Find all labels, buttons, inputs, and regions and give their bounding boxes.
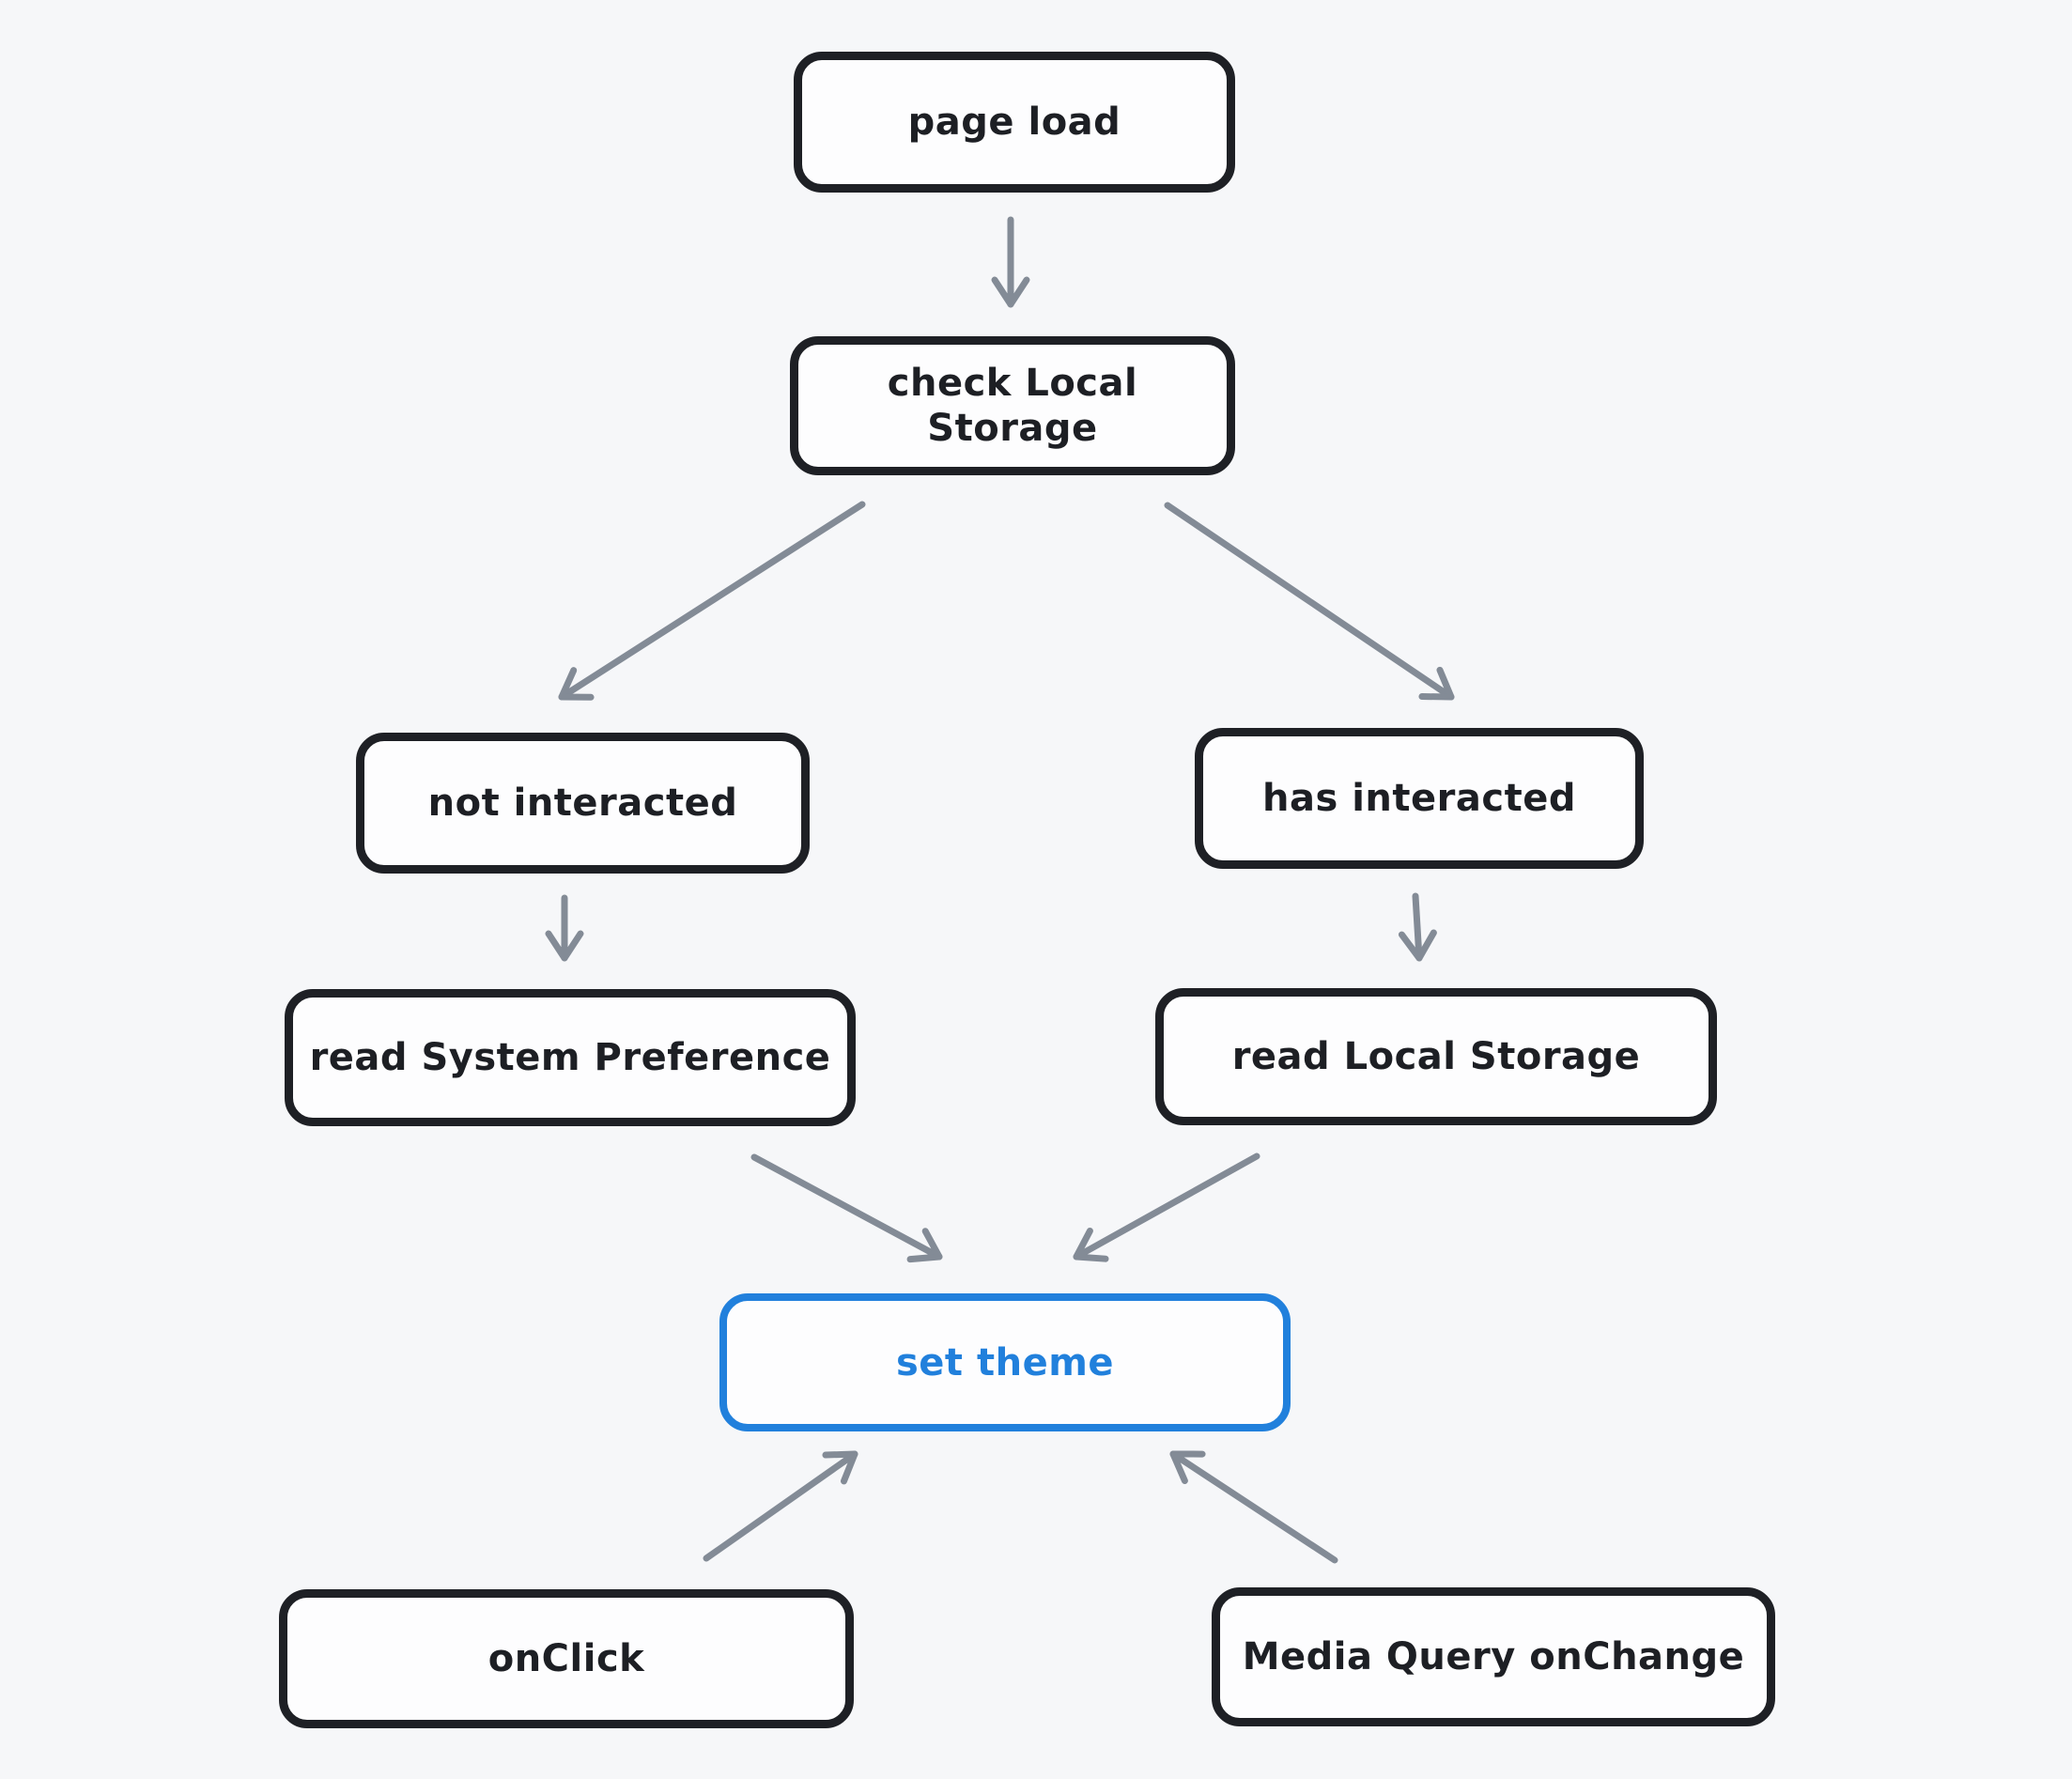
node-has-interacted: has interacted — [1195, 728, 1644, 869]
node-read-system-preference: read System Preference — [285, 989, 856, 1126]
node-page-load-label: page load — [907, 101, 1121, 144]
node-has-interacted-label: has interacted — [1262, 777, 1576, 820]
arrow-check-local-storage-to-not-interacted — [558, 501, 866, 701]
node-read-local-storage-label: read Local Storage — [1231, 1035, 1641, 1078]
node-read-system-preference-label: read System Preference — [309, 1036, 831, 1079]
arrow-media-query-onchange-to-set-theme — [1169, 1450, 1338, 1564]
node-set-theme: set theme — [719, 1293, 1291, 1431]
arrow-read-local-storage-to-set-theme — [1073, 1152, 1260, 1262]
node-set-theme-label: set theme — [895, 1340, 1115, 1385]
arrow-read-system-preference-to-set-theme — [750, 1153, 943, 1263]
node-read-local-storage: read Local Storage — [1155, 988, 1717, 1125]
node-check-local-storage: check Local Storage — [790, 336, 1235, 475]
arrow-check-local-storage-to-has-interacted — [1164, 502, 1455, 701]
node-page-load: page load — [794, 52, 1235, 193]
node-media-query-onchange: Media Query onChange — [1212, 1587, 1775, 1726]
node-media-query-onchange-label: Media Query onChange — [1242, 1635, 1745, 1678]
node-not-interacted: not interacted — [356, 733, 810, 874]
node-not-interacted-label: not interacted — [427, 781, 738, 825]
arrow-onclick-to-set-theme — [703, 1450, 858, 1562]
arrow-has-interacted-to-read-local-storage — [1398, 892, 1437, 962]
node-onclick: onClick — [279, 1589, 854, 1728]
node-onclick-label: onClick — [487, 1637, 645, 1680]
node-check-local-storage-label: check Local Storage — [887, 362, 1138, 450]
